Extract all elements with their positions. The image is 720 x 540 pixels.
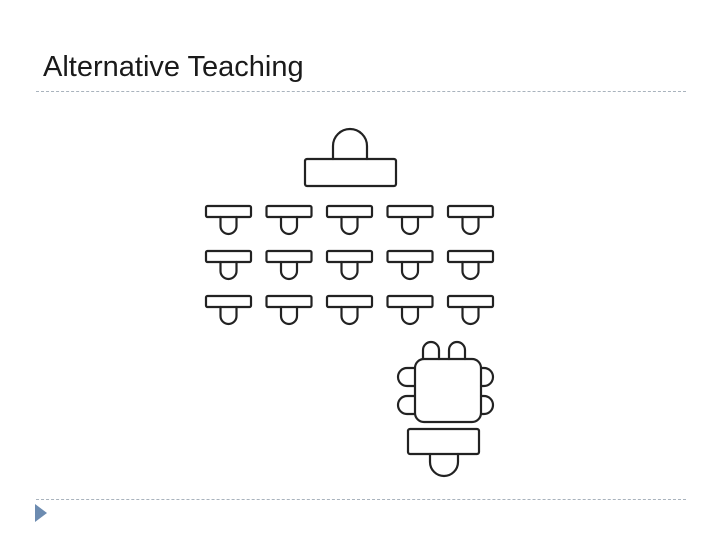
group-teacher-chair-icon bbox=[428, 452, 460, 478]
student-chair-icon bbox=[400, 305, 420, 326]
small-group-station bbox=[396, 340, 495, 478]
student-desk-icon bbox=[265, 294, 313, 309]
student-chair-icon bbox=[400, 215, 420, 236]
slide-title: Alternative Teaching bbox=[43, 51, 304, 83]
group-teacher-desk-icon bbox=[406, 427, 481, 456]
student-chair-icon bbox=[340, 260, 359, 281]
student-chair-icon bbox=[219, 215, 238, 236]
student-desk-icon bbox=[386, 294, 434, 309]
student-desks-grid bbox=[204, 204, 495, 326]
student-chair-icon bbox=[340, 305, 359, 326]
group-chair-icon bbox=[479, 366, 495, 388]
student-chair-icon bbox=[219, 305, 238, 326]
group-chair-icon bbox=[479, 394, 495, 416]
student-desk-icon bbox=[325, 204, 374, 219]
student-desk-icon bbox=[204, 294, 253, 309]
student-chair-icon bbox=[279, 260, 299, 281]
student-chair-icon bbox=[400, 260, 420, 281]
group-table-icon bbox=[413, 357, 483, 424]
student-chair-icon bbox=[279, 215, 299, 236]
student-desk-icon bbox=[446, 249, 495, 264]
teacher-chair-icon bbox=[331, 127, 369, 161]
group-chair-icon bbox=[421, 340, 441, 361]
student-desk-icon bbox=[265, 204, 313, 219]
student-desk-icon bbox=[204, 204, 253, 219]
group-chair-icon bbox=[396, 366, 416, 388]
teacher-station bbox=[303, 127, 398, 188]
student-desk-icon bbox=[446, 204, 495, 219]
title-divider bbox=[36, 91, 686, 92]
student-desk-icon bbox=[204, 249, 253, 264]
group-chair-icon bbox=[447, 340, 467, 361]
student-chair-icon bbox=[461, 305, 480, 326]
footer-divider bbox=[36, 499, 686, 500]
student-desk-icon bbox=[325, 294, 374, 309]
student-desk-icon bbox=[446, 294, 495, 309]
student-desk-icon bbox=[325, 249, 374, 264]
student-chair-icon bbox=[461, 215, 480, 236]
bullet-arrow-icon bbox=[35, 504, 47, 522]
student-chair-icon bbox=[340, 215, 359, 236]
student-desk-icon bbox=[265, 249, 313, 264]
student-chair-icon bbox=[219, 260, 238, 281]
student-desk-icon bbox=[386, 249, 434, 264]
student-chair-icon bbox=[461, 260, 480, 281]
group-chair-icon bbox=[396, 394, 416, 416]
teacher-desk-icon bbox=[303, 157, 398, 188]
student-desk-icon bbox=[386, 204, 434, 219]
student-chair-icon bbox=[279, 305, 299, 326]
